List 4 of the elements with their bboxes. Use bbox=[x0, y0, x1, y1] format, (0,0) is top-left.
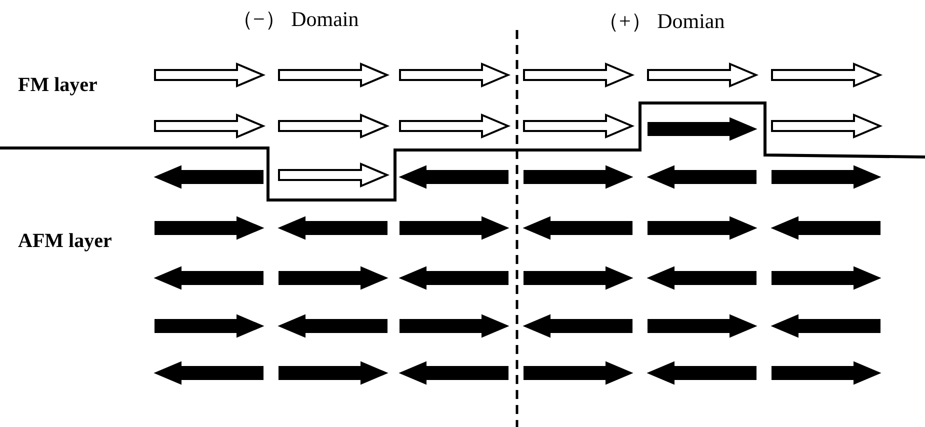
domain-label: （−） Domain bbox=[232, 8, 359, 32]
domain-label: （+） Domian bbox=[598, 10, 725, 34]
layer-label: FM layer bbox=[18, 74, 98, 96]
layer-label: AFM layer bbox=[18, 230, 112, 252]
